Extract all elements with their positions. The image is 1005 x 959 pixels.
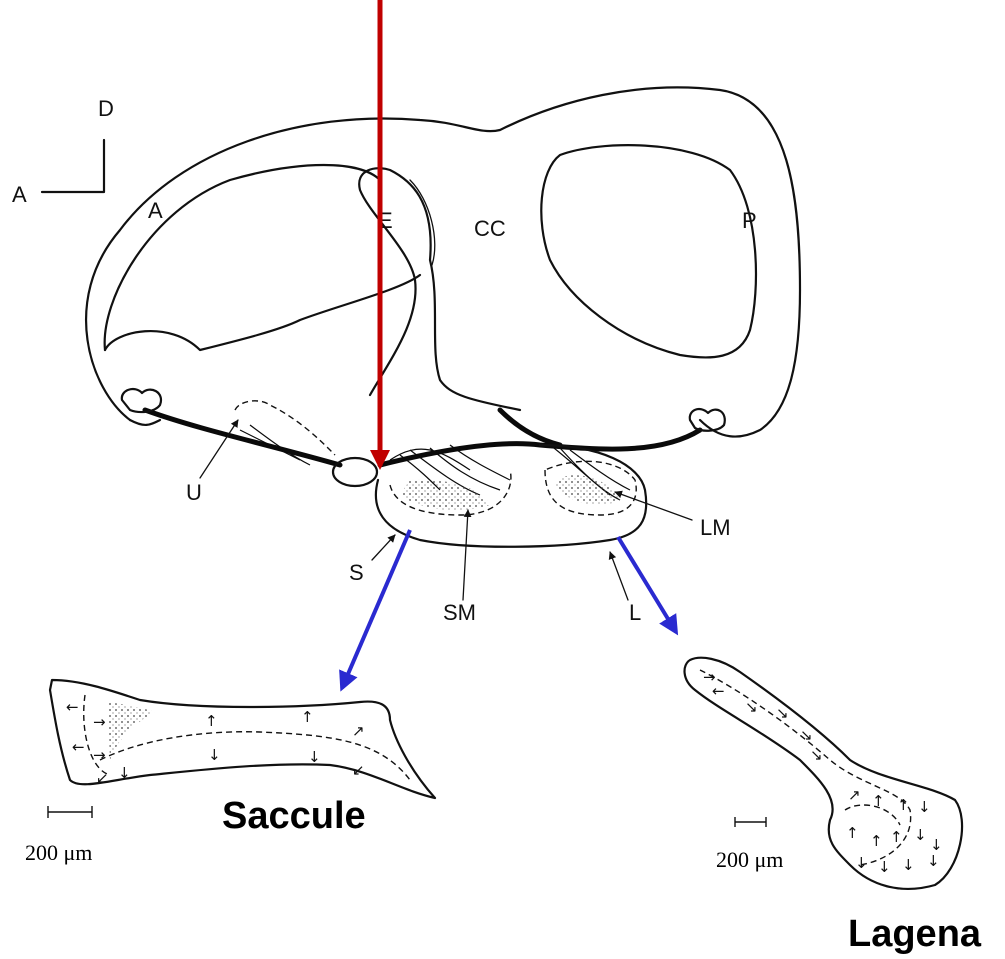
label-dorsal: D <box>98 96 114 121</box>
svg-text:↓: ↓ <box>308 748 321 766</box>
svg-text:↓: ↓ <box>902 856 915 874</box>
label-lm: LM <box>700 515 731 540</box>
svg-text:→: → <box>93 746 106 764</box>
svg-text:↑: ↑ <box>897 796 910 814</box>
svg-text:↑: ↑ <box>301 708 314 726</box>
lagena-macula: →← ↘↘ ↘↘ ↗↑ ↑↓ ↑↑ ↑↓ ↓↓ ↓↓ ↓ 200 μm Lage… <box>685 658 982 955</box>
lagena-blue-arrow <box>618 537 676 632</box>
svg-text:←: ← <box>712 682 725 700</box>
label-sm: SM <box>443 600 476 625</box>
label-p: P <box>742 208 757 233</box>
svg-text:↘: ↘ <box>745 698 758 716</box>
label-l: L <box>629 600 641 625</box>
svg-text:↓: ↓ <box>918 798 931 816</box>
svg-text:↓: ↓ <box>118 764 131 782</box>
svg-text:→: → <box>93 713 106 731</box>
saccule-scale-label: 200 μm <box>25 840 92 865</box>
svg-text:↓: ↓ <box>208 746 221 764</box>
label-u: U <box>186 480 202 505</box>
svg-text:↑: ↑ <box>870 832 883 850</box>
svg-text:↓: ↓ <box>855 854 868 872</box>
svg-text:↙: ↙ <box>352 761 365 779</box>
label-anterior: A <box>148 198 163 223</box>
svg-text:↑: ↑ <box>846 824 859 842</box>
svg-text:↘: ↘ <box>800 726 813 744</box>
svg-text:↑: ↑ <box>890 828 903 846</box>
svg-text:↗: ↗ <box>848 786 861 804</box>
label-anterior-axis: A <box>12 182 27 207</box>
saccule-title: Saccule <box>222 795 366 837</box>
svg-text:↘: ↘ <box>776 704 789 722</box>
lagena-scale-label: 200 μm <box>716 847 783 872</box>
label-s: S <box>349 560 364 585</box>
svg-text:↓: ↓ <box>927 852 940 870</box>
svg-text:↗: ↗ <box>352 722 365 740</box>
svg-text:↑: ↑ <box>205 712 218 730</box>
svg-text:↓: ↓ <box>878 858 891 876</box>
orientation-axis: D A <box>12 96 114 207</box>
svg-text:←: ← <box>72 738 85 756</box>
svg-text:↓: ↓ <box>914 826 927 844</box>
saccule-blue-arrow <box>342 530 410 688</box>
lagena-title: Lagena <box>848 913 982 955</box>
labyrinth-outline <box>86 87 800 436</box>
svg-text:↘: ↘ <box>810 746 823 764</box>
structure-labels: A E CC P U S SM L LM <box>148 198 757 625</box>
svg-text:←: ← <box>66 698 79 716</box>
svg-text:↑: ↑ <box>872 792 885 810</box>
svg-text:↙: ↙ <box>96 769 109 787</box>
label-cc: CC <box>474 216 506 241</box>
saccule-macula: ← ← → → ↙ ↓ ↑ ↓ ↑ ↓ ↗ ↙ 200 μm Saccule <box>25 680 435 865</box>
